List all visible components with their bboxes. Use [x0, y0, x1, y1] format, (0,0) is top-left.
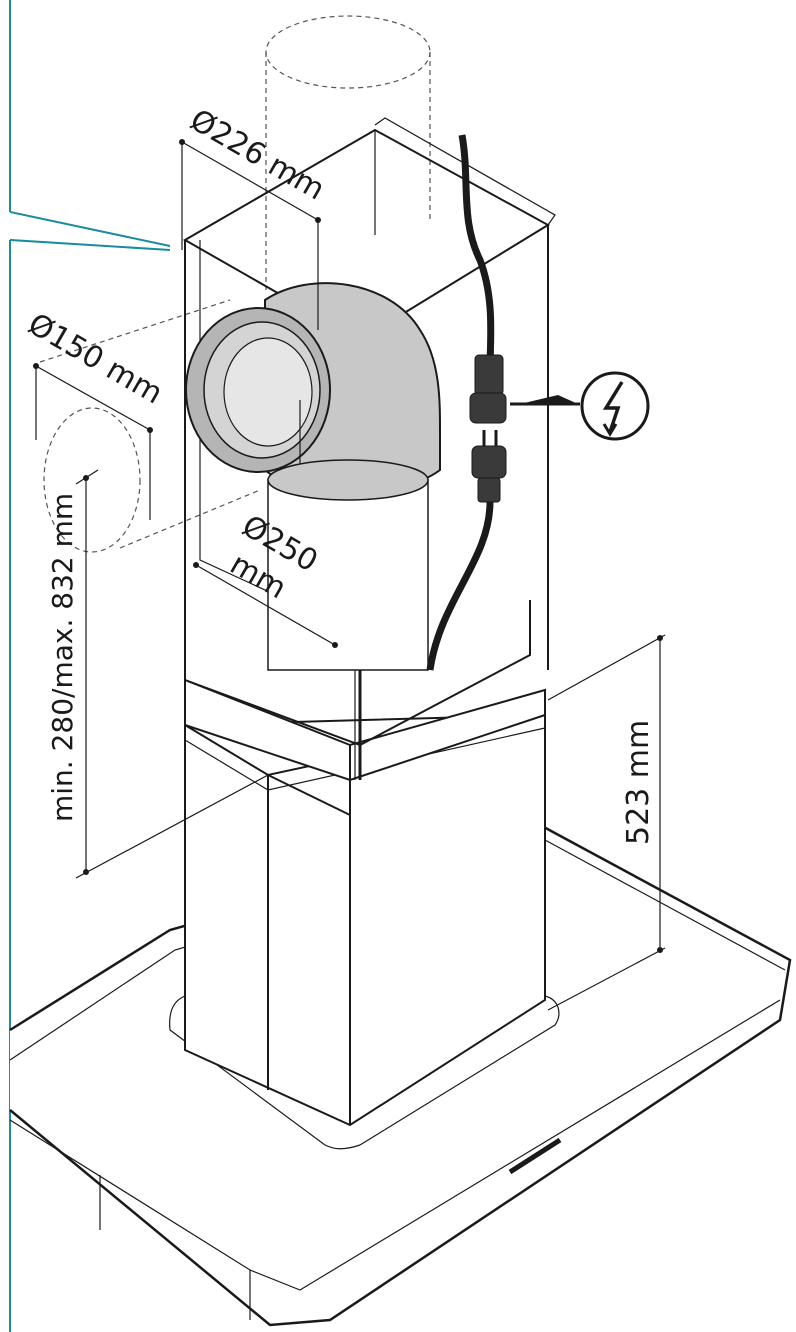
duct-elbow	[185, 282, 441, 671]
power-cable	[426, 134, 580, 671]
upper-chimney	[184, 678, 546, 815]
dimension-226	[179, 139, 321, 330]
callout-bracket	[0, 0, 171, 1332]
chimney-duct-outline	[265, 15, 431, 290]
lightning-bolt-icon	[580, 371, 650, 441]
dimension-height-range	[75, 469, 269, 879]
dimension-250	[193, 562, 338, 648]
label-height-range: min. 280/max. 832 mm	[46, 493, 79, 822]
label-diameter-226: Ø226 mm	[184, 103, 330, 208]
label-height-523: 523 mm	[621, 720, 656, 845]
dimension-523	[547, 634, 666, 1011]
dimension-150	[33, 363, 153, 520]
label-diameter-150: Ø150 mm	[22, 307, 168, 412]
exhaust-duct-outline	[39, 299, 261, 553]
